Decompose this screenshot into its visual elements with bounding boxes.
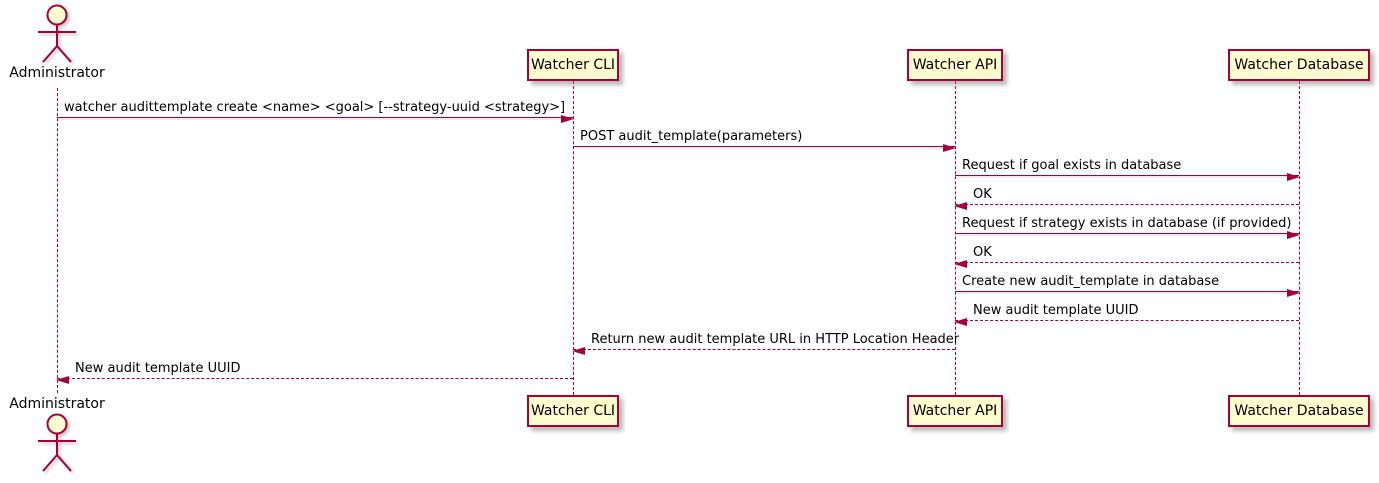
message-label: Return new audit template URL in HTTP Lo… <box>591 332 960 347</box>
message-create-audittemplate-cli: watcher audittemplate create <name> <goa… <box>57 98 574 123</box>
message-label: Request if goal exists in database <box>962 158 1182 173</box>
arrow-left-icon <box>954 260 967 268</box>
message-line <box>573 146 955 147</box>
message-ok-strategy: OK <box>954 243 1299 268</box>
participant-watcher-database-top: Watcher Database <box>1228 49 1370 81</box>
message-line <box>955 233 1299 234</box>
message-new-uuid-from-db: New audit template UUID <box>954 301 1299 326</box>
message-label: Request if strategy exists in database (… <box>962 216 1292 231</box>
message-create-audit-template-db: Create new audit_template in database <box>955 272 1300 297</box>
participant-watcher-database-bottom: Watcher Database <box>1228 395 1370 427</box>
message-line <box>955 204 1299 205</box>
lifeline-watcher-api <box>954 81 956 395</box>
message-label: POST audit_template(parameters) <box>580 129 803 144</box>
message-request-goal-exists: Request if goal exists in database <box>955 156 1300 181</box>
arrow-right-icon <box>1287 173 1300 181</box>
lifeline-watcher-cli <box>572 81 574 395</box>
arrow-right-icon <box>943 144 956 152</box>
message-line <box>57 378 573 379</box>
message-new-uuid-to-admin: New audit template UUID <box>56 359 573 384</box>
participant-watcher-cli-top: Watcher CLI <box>527 49 619 81</box>
message-post-audit-template: POST audit_template(parameters) <box>573 127 956 152</box>
message-label: OK <box>973 245 992 260</box>
message-return-url-location-header: Return new audit template URL in HTTP Lo… <box>572 330 959 355</box>
message-request-strategy-exists: Request if strategy exists in database (… <box>955 214 1300 239</box>
arrow-left-icon <box>572 347 585 355</box>
message-line <box>955 262 1299 263</box>
participant-watcher-cli-bottom: Watcher CLI <box>527 395 619 427</box>
actor-icon-top <box>38 4 76 63</box>
message-label: OK <box>973 187 992 202</box>
arrow-left-icon <box>56 376 69 384</box>
actor-label-top: Administrator <box>9 65 105 81</box>
arrow-right-icon <box>561 115 574 123</box>
actor-label-bottom: Administrator <box>9 396 105 412</box>
actor-icon-bottom <box>38 413 76 472</box>
arrow-left-icon <box>954 202 967 210</box>
message-line <box>955 175 1299 176</box>
message-line <box>955 320 1299 321</box>
participant-watcher-api-bottom: Watcher API <box>907 395 1003 427</box>
message-label: New audit template UUID <box>75 361 241 376</box>
participant-watcher-api-top: Watcher API <box>907 49 1003 81</box>
arrow-right-icon <box>1287 289 1300 297</box>
lifeline-administrator <box>56 88 58 393</box>
message-label: New audit template UUID <box>973 303 1139 318</box>
arrow-right-icon <box>1287 231 1300 239</box>
arrow-left-icon <box>954 318 967 326</box>
message-line <box>573 349 955 350</box>
message-ok-goal: OK <box>954 185 1299 210</box>
message-label: Create new audit_template in database <box>962 274 1220 289</box>
message-line <box>955 291 1299 292</box>
message-label: watcher audittemplate create <name> <goa… <box>64 100 566 115</box>
message-line <box>57 117 573 118</box>
